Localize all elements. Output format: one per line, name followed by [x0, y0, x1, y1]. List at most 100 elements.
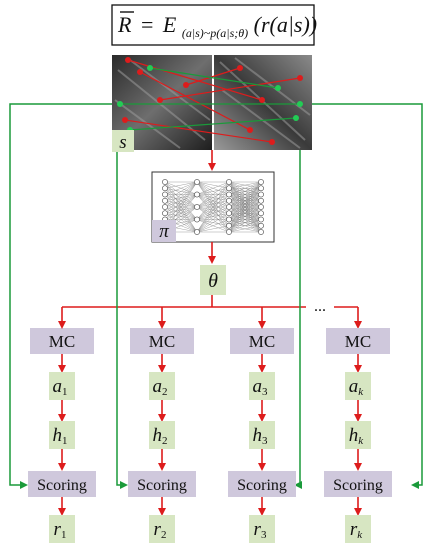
network-edge	[228, 181, 262, 226]
network-node	[162, 210, 168, 217]
network-edge	[164, 181, 198, 226]
mc-box	[30, 328, 94, 354]
network-edge	[228, 181, 262, 233]
h-label-box	[149, 421, 175, 449]
reward-label-box	[49, 515, 75, 543]
column-4: MC Scoring	[324, 328, 392, 497]
state-image: s	[112, 55, 312, 153]
scoring-box	[228, 471, 296, 497]
network-edge	[164, 181, 198, 208]
state-label: s	[119, 132, 126, 153]
scoring-box	[28, 471, 96, 497]
mc-label: MC	[345, 332, 371, 351]
network-node	[258, 222, 264, 229]
state-label-box	[112, 130, 134, 152]
network-node	[258, 185, 264, 192]
network-node	[226, 197, 232, 204]
network-node	[162, 191, 168, 198]
network-edge	[228, 181, 262, 195]
policy-label-box	[152, 220, 176, 242]
h-label-box	[249, 421, 275, 449]
network-node	[258, 204, 264, 210]
network-edge	[164, 181, 198, 214]
network-node	[194, 229, 200, 235]
network-node	[194, 216, 200, 223]
network-node	[162, 204, 168, 210]
reward-label-box	[249, 515, 275, 543]
formula-lhs: R	[117, 12, 132, 37]
action-label-box	[49, 372, 75, 400]
svg-text:R = E (a|s)~: R = E (a|s)~p(a|s;θ) (r(a|s))	[117, 12, 317, 42]
action-label: a1	[53, 376, 68, 398]
network-edges	[164, 181, 262, 233]
network-edge	[228, 225, 262, 233]
network-edge	[228, 194, 262, 233]
network-edge	[196, 181, 230, 208]
theta-label: θ	[208, 270, 218, 292]
network-edge	[196, 206, 230, 233]
network-edge	[228, 181, 262, 214]
network-node	[226, 185, 232, 192]
network-node	[258, 229, 264, 235]
action-label-box	[149, 372, 175, 400]
formula-rhs: (r(a|s))	[254, 12, 317, 37]
network-edge	[196, 181, 230, 195]
network-node	[258, 216, 264, 223]
h-label-box	[345, 421, 371, 449]
reward-label: r3	[254, 519, 267, 541]
scoring-label: Scoring	[237, 477, 287, 494]
network-edge	[196, 181, 230, 233]
network-edge	[196, 200, 230, 233]
network-node	[226, 204, 232, 210]
network-edge	[228, 206, 262, 233]
network-node	[194, 204, 200, 210]
network-node	[226, 191, 232, 198]
policy-network: π	[151, 171, 275, 243]
network-node	[226, 179, 232, 185]
mc-label: MC	[49, 332, 75, 351]
red-flow	[62, 150, 362, 329]
scoring-label: Scoring	[333, 477, 383, 494]
network-edge	[196, 225, 230, 233]
network-edge	[196, 181, 230, 189]
scoring-box	[324, 471, 392, 497]
formula-subscript: (a|s)~p(a|s;θ)	[182, 26, 248, 40]
network-node	[194, 179, 200, 185]
network-edge	[196, 213, 230, 233]
action-label-box	[345, 372, 371, 400]
network-edge	[164, 181, 198, 195]
formula-box: R = E (a|s)~p(a|s;θ) (r(a|s))	[111, 4, 317, 46]
reward-label-box	[345, 515, 371, 543]
theta-node: θ	[200, 265, 226, 295]
reward-label: r2	[154, 519, 167, 541]
network-node	[258, 191, 264, 198]
network-node	[162, 197, 168, 204]
red-keypoints	[122, 57, 303, 145]
scoring-label: Scoring	[137, 477, 187, 494]
network-edge	[196, 181, 230, 220]
network-edge	[228, 181, 262, 189]
scoring-label: Scoring	[37, 477, 87, 494]
network-node	[162, 179, 168, 185]
mc-label: MC	[149, 332, 175, 351]
mc-box	[326, 328, 390, 354]
action-label: a3	[253, 376, 269, 398]
network-node	[258, 179, 264, 185]
columns: MCScoringa1h1r1MCScoringa2h2r2MCScoringa…	[28, 307, 392, 543]
network-edge	[196, 188, 230, 208]
formula-e: E	[162, 12, 177, 37]
green-link-lines	[120, 67, 300, 131]
scoring-box	[128, 471, 196, 497]
formula-equals: =	[141, 12, 153, 37]
green-flow	[9, 103, 423, 489]
network-node	[226, 222, 232, 229]
network-node	[194, 191, 200, 198]
policy-label: π	[159, 221, 169, 242]
network-edge	[196, 188, 230, 220]
ellipsis: ...	[314, 298, 326, 315]
h-label: h2	[153, 425, 168, 447]
action-label-box	[249, 372, 275, 400]
